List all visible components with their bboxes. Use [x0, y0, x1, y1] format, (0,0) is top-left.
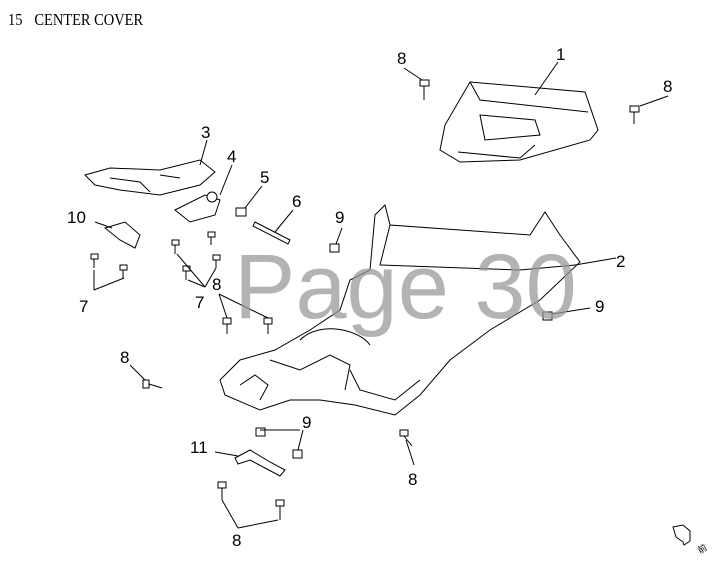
- callout-11: 11: [190, 438, 208, 457]
- watermark: Page 30: [234, 236, 577, 338]
- callouts: 1 8 8 3 4 5 6 10 9 2 7 7 8 9 8 9 11 8 8: [67, 45, 672, 550]
- callout-2: 2: [616, 252, 625, 271]
- part-4-hinge-bracket: [174, 164, 233, 223]
- callout-9: 9: [595, 297, 604, 316]
- section-header: 15 CENTER COVER: [8, 10, 143, 30]
- part-3-bracket-cover: [84, 139, 216, 196]
- callout-8: 8: [663, 77, 672, 96]
- part-10-bracket: [94, 221, 141, 249]
- callout-7: 7: [195, 293, 204, 312]
- front-direction-arrow-icon: 前: [672, 524, 709, 556]
- callout-10: 10: [67, 208, 86, 227]
- part-1-top-cover: [439, 61, 599, 163]
- callout-4: 4: [227, 147, 236, 166]
- callout-1: 1: [556, 45, 565, 64]
- callout-9: 9: [335, 208, 344, 227]
- callout-8: 8: [397, 49, 406, 68]
- callout-7: 7: [79, 297, 88, 316]
- callout-8: 8: [232, 531, 241, 550]
- part-2-center-cover: [219, 204, 617, 416]
- callout-5: 5: [260, 168, 269, 187]
- callout-9: 9: [302, 413, 311, 432]
- section-title: CENTER COVER: [34, 10, 144, 29]
- callout-8: 8: [408, 470, 417, 489]
- callout-3: 3: [201, 123, 210, 142]
- section-number: 15: [8, 10, 23, 29]
- callout-8: 8: [120, 348, 129, 367]
- callout-6: 6: [292, 192, 301, 211]
- part-6-rod: [252, 209, 294, 245]
- front-label: 前: [695, 542, 708, 556]
- fasteners: [90, 67, 669, 529]
- part-11-bracket: [214, 449, 286, 477]
- callout-8: 8: [212, 275, 221, 294]
- part-5-clip: [235, 185, 263, 217]
